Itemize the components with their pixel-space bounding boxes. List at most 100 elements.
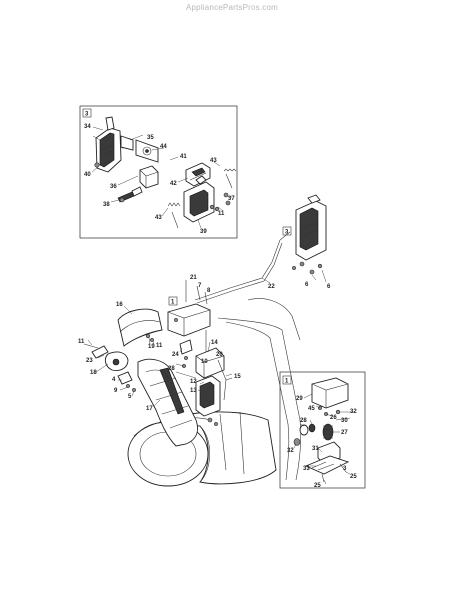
fastener — [150, 338, 154, 342]
bracket-assembly-part — [94, 116, 134, 173]
part-label: 28 — [168, 366, 175, 372]
part-label: 6 — [305, 282, 309, 288]
pin-part — [83, 343, 99, 349]
part-label: 43 — [210, 158, 217, 164]
chute-motor-cover — [167, 303, 211, 337]
fastener — [299, 261, 305, 267]
part-label: 23 — [86, 358, 93, 364]
part-label: 5 — [128, 394, 132, 400]
part-label: 38 — [103, 202, 110, 208]
cable-end-part — [117, 186, 143, 203]
chute-motor-cover — [311, 377, 349, 409]
chute-deflector-part — [117, 308, 163, 347]
part-label: 32 — [350, 409, 357, 415]
callout-box-top-left — [82, 108, 92, 118]
part-label: 33 — [303, 466, 310, 472]
spring-part-lower — [167, 202, 181, 229]
part-label: 29 — [296, 396, 303, 402]
fastener — [309, 269, 315, 275]
control-cable — [194, 231, 291, 301]
part-label: 41 — [180, 154, 187, 160]
part-label: 20 — [216, 352, 223, 358]
part-label: 11 — [78, 339, 85, 345]
part-label: 45 — [308, 406, 315, 412]
part-label: 6 — [327, 284, 331, 290]
part-label: 17 — [146, 406, 153, 412]
inset-frame-bottom-right — [279, 371, 366, 489]
part-label: 35 — [147, 135, 154, 141]
inset-top-left: 3 — [79, 105, 238, 239]
auger-housing — [127, 411, 277, 487]
part-label: 25 — [350, 474, 357, 480]
worm-gear-part — [322, 423, 334, 441]
part-label: 12 — [190, 379, 197, 385]
fastener — [292, 266, 296, 270]
gasket-plate-part — [135, 139, 159, 163]
part-label: 34 — [84, 124, 91, 130]
part-label: 21 — [190, 275, 197, 281]
fastener — [317, 263, 323, 269]
callout-box-center — [168, 296, 178, 306]
chute-lower-part — [137, 358, 198, 447]
bracket-part — [91, 345, 109, 359]
callout-number: 3 — [85, 112, 89, 118]
part-label: 44 — [160, 144, 167, 150]
part-label: 10 — [201, 359, 208, 365]
fastener — [225, 200, 231, 206]
part-label: 36 — [110, 184, 117, 190]
part-label: 14 — [211, 340, 218, 346]
inset-bottom-right: 1 29 45 26 32 28 30 27 32 31 33 — [279, 371, 366, 489]
fastener — [223, 192, 229, 198]
fastener — [126, 384, 130, 388]
part-label: 22 — [268, 284, 275, 290]
callout-number: 3 — [285, 230, 289, 236]
part-label: 37 — [228, 196, 235, 202]
callout-box-right-small — [282, 226, 292, 236]
lower-assembly-part — [183, 175, 215, 223]
part-label: 8 — [207, 288, 211, 294]
part-label: 42 — [170, 181, 177, 187]
fastener — [145, 333, 151, 339]
part-label: 40 — [84, 172, 91, 178]
pin-part — [196, 285, 201, 301]
watermark: AppliancePartsPros.com — [186, 3, 278, 12]
part-label: 3 — [343, 466, 347, 472]
right-small-assembly: 3 6 6 — [282, 194, 331, 290]
handle-frame — [217, 317, 302, 481]
fastener — [335, 409, 341, 415]
part-label: 26 — [330, 415, 337, 421]
part-label: 15 — [234, 374, 241, 380]
part-label: 28 — [300, 418, 307, 424]
spring-part — [223, 168, 237, 189]
inset-frame-top-left — [79, 105, 238, 239]
part-label: 9 — [114, 388, 118, 394]
callout-box-bottom-right — [282, 375, 292, 385]
callout-number: 1 — [285, 379, 289, 385]
bracket-part — [195, 347, 225, 379]
part-label: 30 — [341, 418, 348, 424]
part-label: 39 — [200, 229, 207, 235]
part-label: 43 — [155, 215, 162, 221]
gear-part — [299, 424, 309, 436]
part-label: 25 — [314, 483, 321, 489]
pin-part — [204, 291, 208, 305]
part-label: 11 — [156, 343, 163, 349]
part-label: 24 — [172, 352, 179, 358]
part-label: 19 — [148, 344, 155, 350]
part-label: 16 — [116, 302, 123, 308]
bracket-part — [117, 371, 133, 385]
base-plate-part — [304, 455, 350, 475]
main-assembly: 1 — [78, 275, 302, 487]
part-label: 11 — [218, 211, 225, 217]
callout-number: 1 — [171, 300, 175, 306]
part-label: 18 — [90, 370, 97, 376]
part-label: 31 — [312, 446, 319, 452]
part-label: 7 — [198, 283, 202, 289]
part-label: 32 — [287, 448, 294, 454]
fastener — [214, 206, 220, 212]
block-part — [139, 165, 159, 189]
bracket-part — [179, 339, 193, 355]
part-label: 27 — [341, 430, 348, 436]
part-label: 13 — [190, 388, 197, 394]
